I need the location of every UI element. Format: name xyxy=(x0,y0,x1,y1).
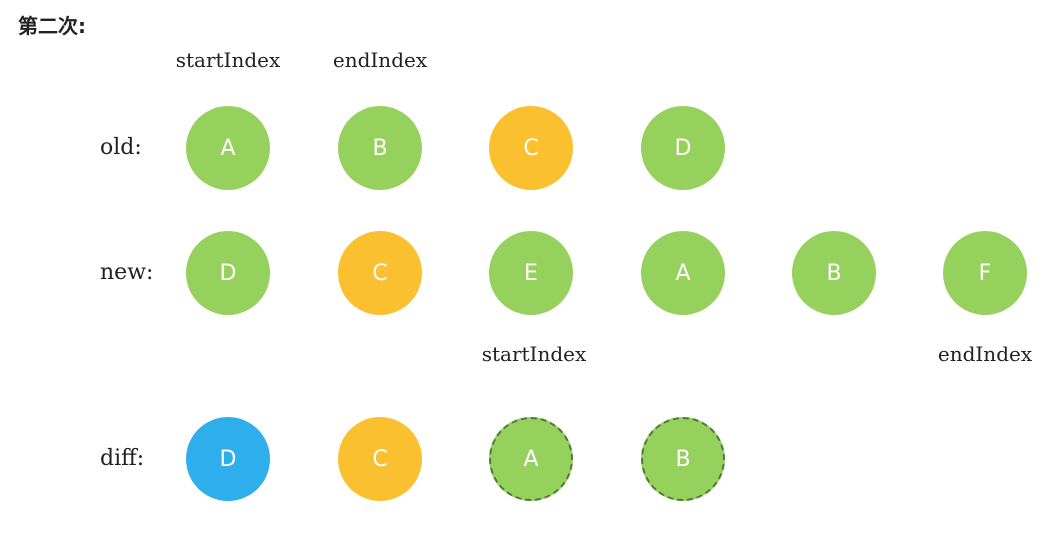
old-row-label: old: xyxy=(100,135,142,160)
node-text: C xyxy=(372,446,388,472)
node-text: B xyxy=(675,446,691,472)
node-text: B xyxy=(826,260,842,286)
node-text: F xyxy=(978,260,992,286)
new-row-label: new: xyxy=(100,260,154,285)
node-text: A xyxy=(675,260,691,286)
new-node-e: E xyxy=(489,231,573,315)
new-node-d: D xyxy=(186,231,270,315)
node-text: E xyxy=(524,260,538,286)
old-node-d: D xyxy=(641,106,725,190)
old-start-index-label: startIndex xyxy=(175,48,281,72)
old-end-index-label: endIndex xyxy=(332,48,428,72)
new-node-a: A xyxy=(641,231,725,315)
new-end-index-label: endIndex xyxy=(937,342,1033,366)
diff-node-a: A xyxy=(489,417,573,501)
diff-node-d: D xyxy=(186,417,270,501)
new-node-b: B xyxy=(792,231,876,315)
node-text: D xyxy=(674,135,692,161)
node-text: A xyxy=(523,446,539,472)
old-node-a: A xyxy=(186,106,270,190)
new-node-c: C xyxy=(338,231,422,315)
diff-row-label: diff: xyxy=(100,446,145,471)
diff-node-b: B xyxy=(641,417,725,501)
node-text: B xyxy=(372,135,388,161)
diff-node-c: C xyxy=(338,417,422,501)
new-node-f: F xyxy=(943,231,1027,315)
diagram-title: 第二次: xyxy=(18,14,86,38)
node-text: D xyxy=(219,260,237,286)
node-text: C xyxy=(523,135,539,161)
old-node-c: C xyxy=(489,106,573,190)
node-text: D xyxy=(219,446,237,472)
new-start-index-label: startIndex xyxy=(481,342,587,366)
old-node-b: B xyxy=(338,106,422,190)
node-text: C xyxy=(372,260,388,286)
node-text: A xyxy=(220,135,236,161)
